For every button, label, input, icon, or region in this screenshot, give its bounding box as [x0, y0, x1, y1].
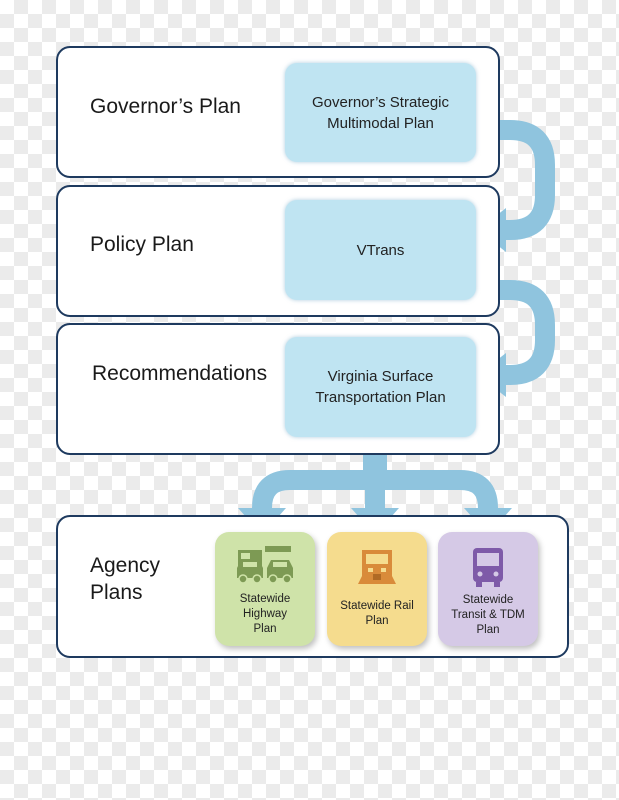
vtrans-box: VTrans: [285, 200, 476, 300]
governors-strategic-plan-text: Governor’s Strategic Multimodal Plan: [311, 93, 449, 132]
statewide-highway-plan-label: Statewide Highway Plan: [239, 593, 291, 635]
arrow-branch-right: [375, 470, 498, 512]
statewide-transit-tdm-plan-label: Statewide Transit & TDM Plan: [451, 594, 525, 636]
governors-strategic-multimodal-plan-box: Governor’s Strategic Multimodal Plan: [285, 63, 476, 162]
bus-icon: [473, 548, 503, 587]
statewide-rail-plan-box: Statewide Rail Plan: [327, 532, 427, 646]
row-label-governors-plan: Governor’s Plan: [90, 95, 241, 118]
arrow-branch-left: [252, 470, 375, 512]
row-label-recommendations: Recommendations: [92, 362, 268, 385]
statewide-rail-plan-label: Statewide Rail Plan: [340, 600, 414, 627]
cars-icon: [237, 546, 293, 584]
vstp-text: Virginia Surface Transportation Plan: [315, 368, 446, 406]
vtrans-text: VTrans: [356, 241, 405, 259]
virginia-surface-transportation-plan-box: Virginia Surface Transportation Plan: [285, 337, 476, 437]
row-label-policy-plan: Policy Plan: [90, 233, 194, 256]
train-icon: [358, 550, 396, 584]
statewide-highway-plan-box: Statewide Highway Plan: [215, 532, 315, 646]
row-label-agency-plans: Agency Plans: [90, 554, 161, 605]
statewide-transit-tdm-plan-box: Statewide Transit & TDM Plan: [438, 532, 538, 646]
